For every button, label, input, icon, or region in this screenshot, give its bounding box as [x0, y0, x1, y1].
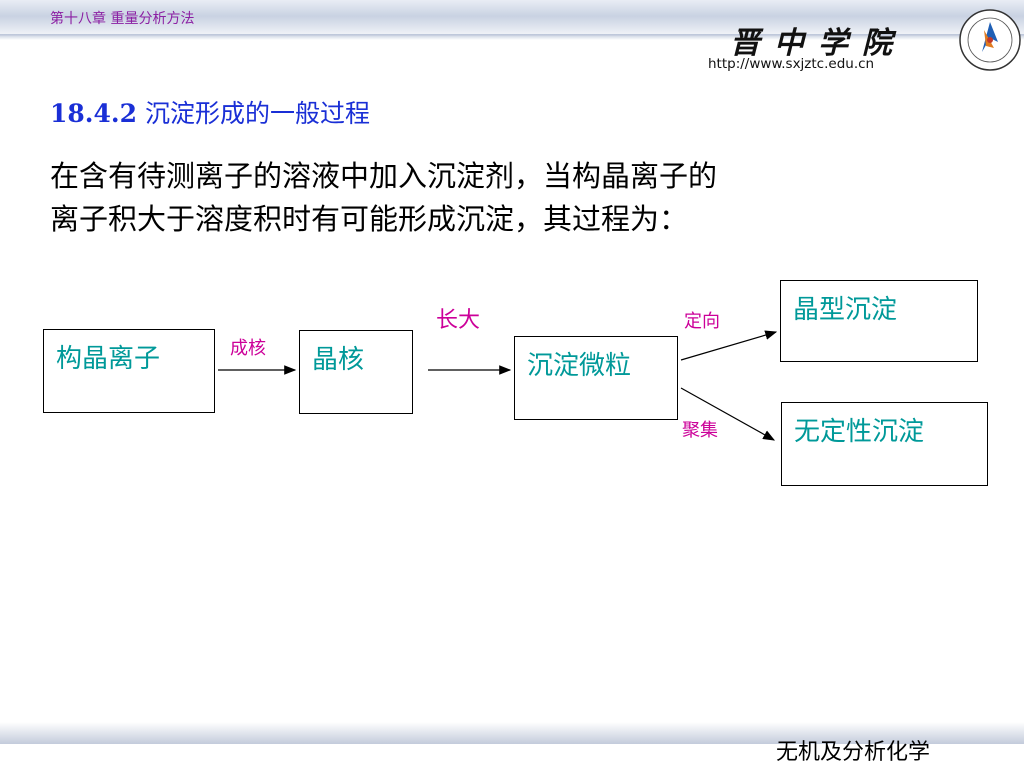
intro-line-1: 在含有待测离子的溶液中加入沉淀剂，当构晶离子的: [50, 159, 718, 193]
section-number: 18.4.2: [50, 99, 137, 128]
node-crystal-precipitate: 晶型沉淀: [780, 280, 978, 362]
arrow-aggregation: [680, 387, 776, 441]
footer-band: [0, 712, 1024, 768]
intro-paragraph: 在含有待测离子的溶液中加入沉淀剂，当构晶离子的 离子积大于溶度积时有可能形成沉淀…: [50, 155, 990, 241]
intro-line-2: 离子积大于溶度积时有可能形成沉淀，其过程为：: [50, 202, 689, 236]
label-nucleation: 成核: [230, 338, 266, 359]
chapter-title: 第十八章 重量分析方法: [50, 11, 195, 27]
section-heading: 18.4.2 沉淀形成的一般过程: [50, 94, 370, 130]
label-growth: 长大: [436, 308, 481, 333]
label-aggregation: 聚集: [682, 420, 718, 441]
node-nucleus: 晶核: [299, 330, 413, 414]
arrow-orientation: [680, 330, 778, 361]
node-amorphous-precipitate: 无定性沉淀: [781, 402, 988, 486]
school-seal-icon: [959, 9, 1021, 71]
label-orientation: 定向: [684, 311, 720, 332]
header-band: [0, 0, 1024, 40]
school-url: http://www.sxjztc.edu.cn: [708, 56, 875, 72]
node-ions: 构晶离子: [43, 329, 215, 413]
section-title-text: 沉淀形成的一般过程: [144, 99, 370, 128]
node-particles: 沉淀微粒: [514, 336, 678, 420]
course-name: 无机及分析化学: [776, 740, 931, 765]
school-logo-text: 晋中学院: [730, 26, 906, 61]
